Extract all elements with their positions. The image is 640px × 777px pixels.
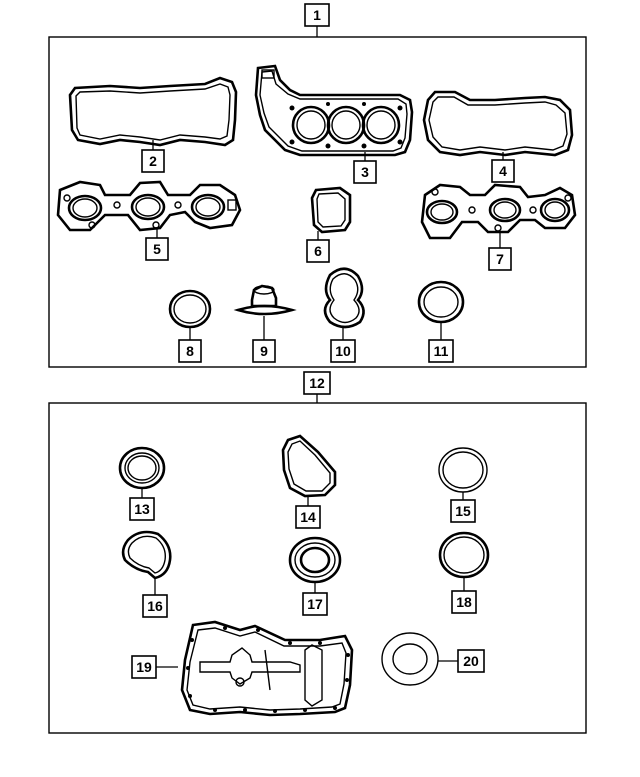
svg-text:2: 2 <box>149 153 157 169</box>
water-pump-gasket[interactable] <box>323 267 365 329</box>
svg-text:16: 16 <box>147 598 163 614</box>
callout-19[interactable]: 19 <box>131 655 157 679</box>
callout-20[interactable]: 20 <box>457 649 485 673</box>
seal-ring-large[interactable] <box>438 447 488 493</box>
callout-4[interactable]: 4 <box>491 159 515 183</box>
svg-text:1: 1 <box>313 7 321 23</box>
rear-main-seal[interactable] <box>118 446 166 490</box>
svg-text:13: 13 <box>134 501 150 517</box>
svg-text:10: 10 <box>335 343 351 359</box>
callout-17[interactable]: 17 <box>302 592 328 616</box>
throttle-body-gasket[interactable] <box>310 186 352 234</box>
oil-pan-gasket[interactable] <box>180 620 354 717</box>
callout-12[interactable]: 12 <box>303 371 331 395</box>
seal-ring[interactable] <box>417 280 465 324</box>
callout-14[interactable]: 14 <box>295 505 321 529</box>
cylinder-head-gasket[interactable] <box>254 64 414 157</box>
svg-text:20: 20 <box>463 653 479 669</box>
callout-16[interactable]: 16 <box>142 594 168 618</box>
callout-15[interactable]: 15 <box>450 499 476 523</box>
flat-washer-seal[interactable] <box>381 632 439 686</box>
svg-text:15: 15 <box>455 503 471 519</box>
svg-text:6: 6 <box>314 243 322 259</box>
seal-ring-medium[interactable] <box>438 531 490 579</box>
callout-11[interactable]: 11 <box>428 339 454 363</box>
svg-text:7: 7 <box>496 251 504 267</box>
exhaust-manifold-gasket-right[interactable] <box>420 183 577 240</box>
callout-13[interactable]: 13 <box>129 497 155 521</box>
callout-10[interactable]: 10 <box>330 339 356 363</box>
front-crankshaft-seal[interactable] <box>288 536 342 584</box>
svg-text:4: 4 <box>499 163 507 179</box>
svg-text:14: 14 <box>300 509 316 525</box>
svg-text:9: 9 <box>260 343 268 359</box>
exhaust-manifold-gasket-left[interactable] <box>56 180 242 232</box>
timing-cover-gasket[interactable] <box>281 434 337 498</box>
cap-seal[interactable] <box>233 284 297 316</box>
callout-7[interactable]: 7 <box>488 247 512 271</box>
valve-cover-gasket-left[interactable] <box>68 76 238 147</box>
svg-text:19: 19 <box>136 659 152 675</box>
svg-text:17: 17 <box>307 596 323 612</box>
callout-2[interactable]: 2 <box>141 149 165 173</box>
callout-18[interactable]: 18 <box>451 590 477 614</box>
svg-text:5: 5 <box>153 241 161 257</box>
svg-text:11: 11 <box>434 343 449 359</box>
svg-text:3: 3 <box>361 164 369 180</box>
callout-1[interactable]: 1 <box>304 3 330 27</box>
callout-9[interactable]: 9 <box>252 339 276 363</box>
o-ring-seal[interactable] <box>168 289 212 329</box>
svg-text:18: 18 <box>456 594 472 610</box>
lower-kit-frame <box>48 402 587 734</box>
svg-text:8: 8 <box>186 343 194 359</box>
upper-kit-frame <box>48 36 587 368</box>
callout-5[interactable]: 5 <box>145 237 169 261</box>
valve-cover-gasket-right[interactable] <box>422 90 574 157</box>
callout-3[interactable]: 3 <box>353 160 377 184</box>
callout-6[interactable]: 6 <box>306 239 330 263</box>
callout-8[interactable]: 8 <box>178 339 202 363</box>
thermostat-gasket[interactable] <box>121 530 172 580</box>
svg-text:12: 12 <box>309 375 325 391</box>
